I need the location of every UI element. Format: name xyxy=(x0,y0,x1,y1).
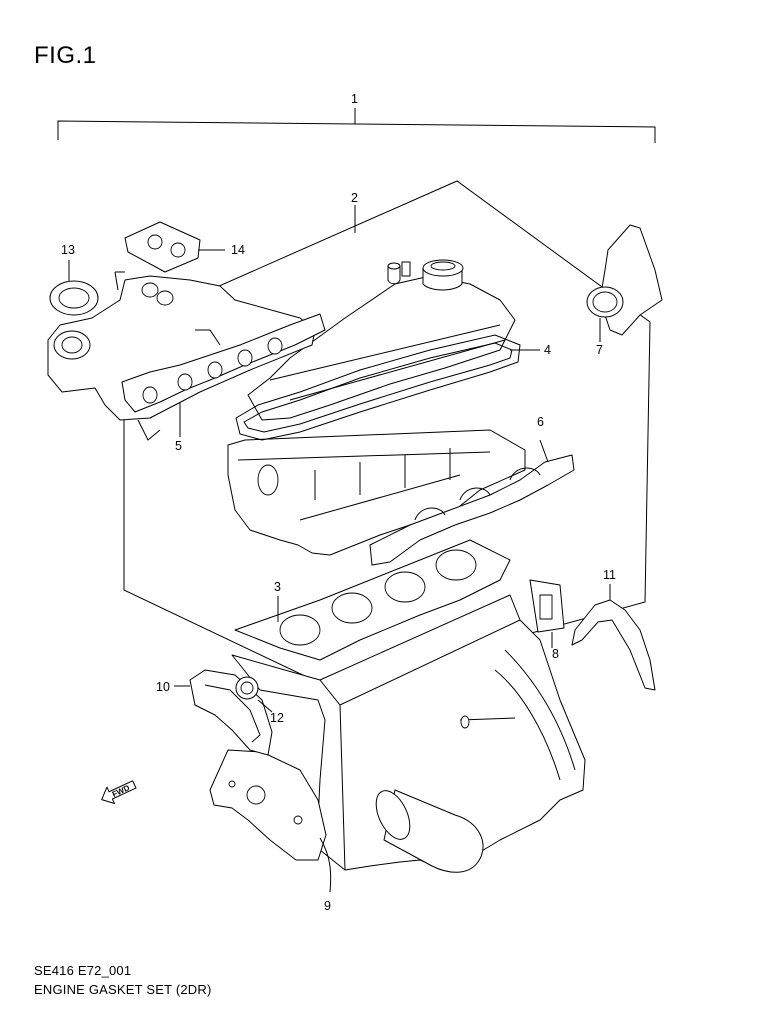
head-cover-gasket xyxy=(236,335,520,440)
o-ring xyxy=(236,677,272,712)
callout-8: 8 xyxy=(552,647,559,661)
fwd-label: FWD xyxy=(111,783,132,799)
callout-2: 2 xyxy=(351,191,358,205)
intake-manifold xyxy=(48,272,315,420)
callout-5: 5 xyxy=(175,439,182,453)
gasket-kit-frame xyxy=(124,181,650,688)
forward-arrow-icon: FWD xyxy=(98,776,138,808)
callout-9: 9 xyxy=(324,899,331,913)
front-cover-gasket xyxy=(320,838,331,892)
callout-1: 1 xyxy=(351,92,358,106)
flange-gasket xyxy=(530,580,564,648)
callout-13: 13 xyxy=(61,243,75,257)
ring-gasket xyxy=(50,260,98,315)
engine-block xyxy=(232,595,585,870)
cover-gasket xyxy=(572,584,655,690)
throttle-body-gasket xyxy=(125,222,225,272)
cylinder-head-gasket xyxy=(235,540,510,660)
callout-6: 6 xyxy=(537,415,544,429)
cylinder-head-cover xyxy=(248,260,515,420)
diagram-caption: ENGINE GASKET SET (2DR) xyxy=(34,982,212,997)
thermostat-gasket xyxy=(587,225,662,342)
callout-4: 4 xyxy=(544,343,551,357)
callout-10: 10 xyxy=(156,680,170,694)
oil-filter xyxy=(369,786,483,873)
exhaust-manifold-gasket xyxy=(370,440,574,565)
cylinder-head xyxy=(228,430,525,555)
timing-cover xyxy=(210,750,326,860)
gasket-set-bracket xyxy=(58,108,655,143)
diagram-code: SE416 E72_001 xyxy=(34,963,132,978)
callout-12: 12 xyxy=(270,711,284,725)
callout-7: 7 xyxy=(596,343,603,357)
callout-11: 11 xyxy=(603,568,616,582)
intake-manifold-gasket xyxy=(122,314,325,440)
figure-title: FIG.1 xyxy=(34,42,97,69)
callout-14: 14 xyxy=(231,243,245,257)
callout-3: 3 xyxy=(274,580,281,594)
